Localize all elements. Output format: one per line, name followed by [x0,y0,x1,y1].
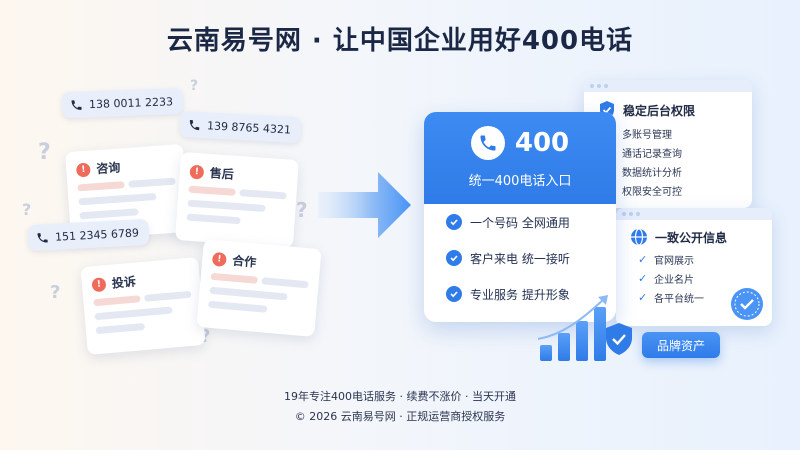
panel-title: 一致公开信息 [655,230,728,245]
footer-tagline: 19年专注400电话服务 · 续费不涨价 · 当天开通 [284,390,516,403]
question-mark-icon: ? [296,198,308,222]
check-icon [446,250,462,266]
question-mark-icon: ? [190,78,199,94]
card-label: 合作 [231,253,257,270]
panel-item: 权限安全可控 [622,187,682,198]
complaint-card: !投诉 [80,257,206,355]
phone-icon [189,119,200,130]
feature-label: 专业服务 提升形象 [470,287,570,302]
phone-number-chip: 138 0011 2233 [61,87,184,119]
seal-icon [731,288,763,320]
phone-number: 139 8765 4321 [206,118,292,137]
card-label: 投诉 [111,274,137,291]
card-label: 咨询 [95,160,121,177]
cooperation-card: !合作 [196,239,322,337]
check-icon: ✓ [638,253,648,266]
arrow-icon [318,172,411,238]
globe-icon [631,228,647,246]
panel-item: 企业名片 [654,275,694,286]
question-mark-icon: ? [22,200,32,219]
feature-item: 客户来电 统一接听 [424,240,616,276]
phone-icon [37,232,48,243]
feature-label: 客户来电 统一接听 [470,251,570,266]
check-icon: ✓ [638,272,648,285]
after-sales-card: !售后 [175,151,299,249]
feature-item: 专业服务 提升形象 [424,276,616,312]
alert-icon: ! [211,251,227,267]
phone-number-chip: 151 2345 6789 [27,218,150,252]
main-400-card: 400 统一400电话入口 一个号码 全网通用 客户来电 统一接听 专业服务 提… [424,112,616,322]
panel-item: 多账号管理 [622,130,672,141]
alert-icon: ! [189,164,205,180]
card-label: 售后 [209,166,235,182]
check-icon [446,214,462,230]
brand-asset-badge: 品牌资产 [642,332,720,358]
phone-icon [470,126,505,160]
phone-icon [71,99,82,110]
panel-item: 通话记录查询 [622,149,682,160]
question-mark-icon: ? [38,140,51,165]
phone-number-chip: 139 8765 4321 [179,110,302,144]
panel-item: 官网展示 [654,256,694,267]
panel-item: 数据统计分析 [622,168,682,179]
feature-label: 一个号码 全网通用 [470,215,570,230]
panel-item: 各平台统一 [654,294,704,305]
panel-title: 稳定后台权限 [623,103,696,118]
page-title: 云南易号网 · 让中国企业用好400电话 [166,26,634,56]
alert-icon: ! [75,162,91,177]
question-mark-icon: ? [50,282,61,303]
footer-copyright: © 2026 云南易号网 · 正规运营商授权服务 [294,410,506,423]
growth-bars-icon [537,295,608,361]
phone-number: 138 0011 2233 [88,94,174,111]
check-icon: ✓ [638,291,648,304]
backend-permission-panel: 稳定后台权限 ✓多账号管理 ✓通话记录查询 ✓数据统计分析 ✓权限安全可控 [584,80,752,208]
phone-number: 151 2345 6789 [54,225,140,244]
hotline-subtitle: 统一400电话入口 [468,174,572,189]
check-icon [446,286,462,302]
hotline-number: 400 [514,128,570,158]
shield-icon [606,323,632,355]
question-mark-icon: ? [200,326,211,347]
feature-item: 一个号码 全网通用 [424,204,616,240]
alert-icon: ! [91,276,107,292]
